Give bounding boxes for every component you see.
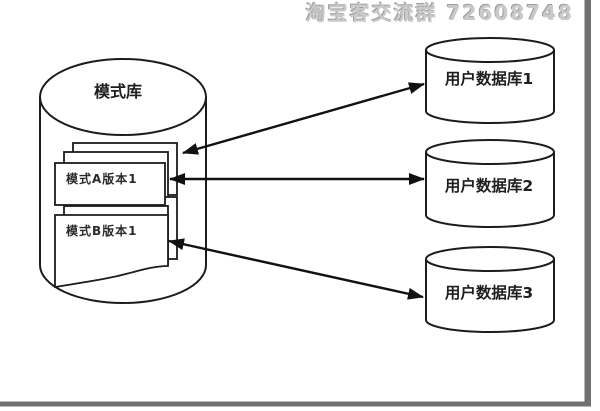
user-db2-top <box>425 139 555 165</box>
user-db3-top <box>425 246 555 272</box>
user-db3-label: 用户数据库3 <box>445 283 533 302</box>
doc-a-front-page <box>54 162 166 206</box>
frame-right-bar <box>584 0 591 406</box>
arrow-docs-db1 <box>182 82 425 155</box>
user-db2-cylinder: 用户数据库2 <box>425 139 555 228</box>
document-b: 模式B版本1 <box>54 214 169 289</box>
doc-b-label: 模式B版本1 <box>66 223 138 238</box>
doc-b-front-page <box>54 214 169 289</box>
user-db3-cylinder: 用户数据库3 <box>425 246 555 333</box>
frame-bottom-bar <box>0 401 591 407</box>
arrow-docb-db3 <box>168 238 424 300</box>
doc-a-label: 模式A版本1 <box>66 171 138 186</box>
user-db1-top <box>425 37 555 63</box>
user-db2-body <box>425 152 555 228</box>
schema-store-label: 模式库 <box>94 82 142 101</box>
user-db1-body <box>425 50 555 124</box>
user-db3-body <box>425 259 555 333</box>
document-a: 模式A版本1 <box>54 162 166 206</box>
user-db1-label: 用户数据库1 <box>445 69 533 88</box>
user-db1-cylinder: 用户数据库1 <box>425 37 555 124</box>
watermark-text: 淘宝客交流群 72608748 <box>305 1 574 25</box>
user-db2-label: 用户数据库2 <box>445 176 533 195</box>
